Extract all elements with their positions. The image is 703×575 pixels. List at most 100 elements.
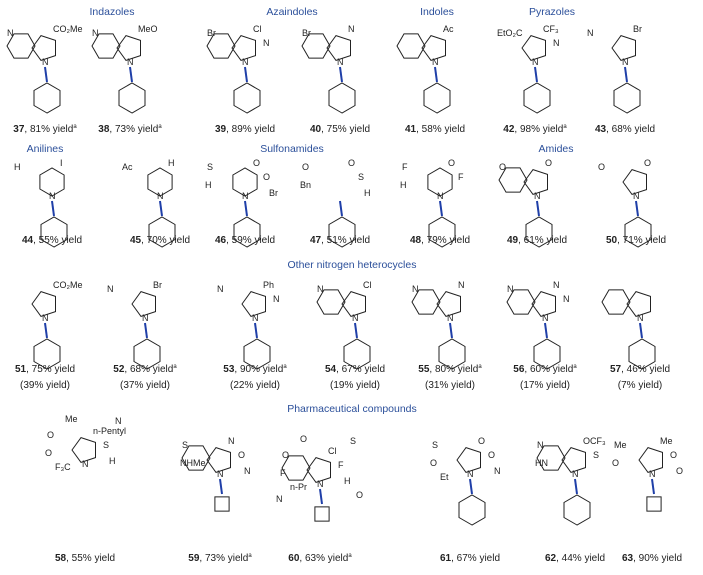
nitrogen-atom: N: [337, 57, 344, 67]
new-c-n-bond: [244, 66, 248, 83]
nitrogen-atom: N: [432, 57, 439, 67]
compound-caption: 58, 55% yield: [55, 553, 115, 564]
compound-yield: , 61% yield: [518, 235, 567, 246]
new-c-n-bond: [44, 322, 48, 339]
nitrogen-atom: N: [252, 313, 259, 323]
new-c-n-bond: [639, 322, 643, 339]
pyrrole-ring: [523, 169, 548, 195]
compound-yield: , 68% yield: [124, 364, 173, 375]
footnote-marker: a: [73, 124, 77, 130]
compound-caption: 48, 79% yield: [410, 235, 470, 246]
atom-label: F: [458, 172, 464, 182]
cyclobutyl-ring: [646, 496, 662, 512]
compound-number: 40: [310, 124, 322, 135]
compound-number: 62: [545, 553, 557, 564]
atom-label: Br: [269, 188, 278, 198]
compound-yield: , 79% yield: [421, 235, 470, 246]
new-c-n-bond: [536, 200, 540, 217]
fused-benzene-ring: [181, 445, 211, 471]
pyrrole-ring: [231, 35, 256, 61]
atom-label: S: [207, 162, 213, 172]
cyclohexyl-ring: [525, 216, 553, 248]
heading-sulfonamides: Sulfonamides: [260, 143, 324, 155]
cyclohexyl-ring: [523, 82, 551, 114]
atom-label: O: [300, 434, 307, 444]
atom-label: Br: [633, 24, 642, 34]
new-c-n-bond: [449, 322, 453, 339]
compound-caption: 53, 90% yielda: [223, 364, 287, 375]
footnote-marker: a: [348, 553, 352, 559]
compound-yield: , 46% yield: [621, 364, 670, 375]
cyclohexyl-ring: [628, 338, 656, 370]
new-c-n-bond: [129, 66, 133, 83]
new-c-n-bond: [319, 488, 323, 505]
atom-label: O: [676, 466, 683, 476]
footnote-marker: a: [478, 364, 482, 370]
atom-label: Cl: [253, 24, 262, 34]
cyclohexyl-ring: [624, 216, 652, 248]
nitrogen-atom: N: [127, 57, 134, 67]
secondary-yield: (19% yield): [330, 380, 380, 391]
benzene-ring: [147, 167, 173, 197]
compound-number: 46: [215, 235, 227, 246]
atom-label: F: [338, 460, 344, 470]
benzene-ring: [232, 167, 258, 197]
compound-caption: 55, 80% yielda: [418, 364, 482, 375]
nitrogen-atom: N: [217, 469, 224, 479]
compound-caption: 63, 90% yield: [622, 553, 682, 564]
nitrogen-atom: N: [242, 57, 249, 67]
cyclohexyl-ring: [438, 338, 466, 370]
pyrrole-ring: [626, 291, 651, 317]
heading-pharmaceutical: Pharmaceutical compounds: [287, 403, 417, 415]
new-c-n-bond: [219, 478, 223, 495]
compound-yield: , 59% yield: [226, 235, 275, 246]
secondary-yield: (37% yield): [120, 380, 170, 391]
compound-number: 48: [410, 235, 422, 246]
new-c-n-bond: [624, 66, 628, 83]
cyclohexyl-ring: [233, 82, 261, 114]
compound-yield: , 67% yield: [451, 553, 500, 564]
atom-label: OCF₃: [583, 436, 606, 446]
compound-number: 52: [113, 364, 125, 375]
cyclohexyl-ring: [148, 216, 176, 248]
nitrogen-atom: N: [622, 57, 629, 67]
compound-yield: , 60% yield: [524, 364, 573, 375]
heading-indazoles: Indazoles: [90, 6, 135, 18]
compound-yield: , 67% yield: [336, 364, 385, 375]
cyclohexyl-ring: [613, 82, 641, 114]
atom-label: S: [358, 172, 364, 182]
atom-label: H: [109, 456, 116, 466]
compound-caption: 40, 75% yield: [310, 124, 370, 135]
compound-number: 49: [507, 235, 519, 246]
compound-number: 44: [22, 235, 34, 246]
compound-caption: 44, 55% yield: [22, 235, 82, 246]
new-c-n-bond: [469, 478, 473, 495]
cyclobutyl-ring: [314, 506, 330, 522]
atom-label: H: [344, 476, 351, 486]
atom-label: S: [350, 436, 356, 446]
compound-yield: , 73% yield: [109, 124, 158, 135]
compound-yield: , 90% yield: [234, 364, 283, 375]
atom-label: N: [317, 284, 324, 294]
atom-label: F₃C: [55, 462, 71, 472]
pyrrole-ring: [611, 35, 636, 61]
atom-label: N: [553, 280, 560, 290]
secondary-yield: (7% yield): [618, 380, 662, 391]
compound-yield: , 70% yield: [141, 235, 190, 246]
atom-label: O: [253, 158, 260, 168]
compound-yield: , 55% yield: [66, 553, 115, 564]
atom-label: N: [553, 38, 560, 48]
nitrogen-atom: N: [49, 191, 56, 201]
new-c-n-bond: [534, 66, 538, 83]
compound-number: 55: [418, 364, 430, 375]
secondary-yield: (17% yield): [520, 380, 570, 391]
compound-number: 41: [405, 124, 417, 135]
atom-label: N: [7, 28, 14, 38]
